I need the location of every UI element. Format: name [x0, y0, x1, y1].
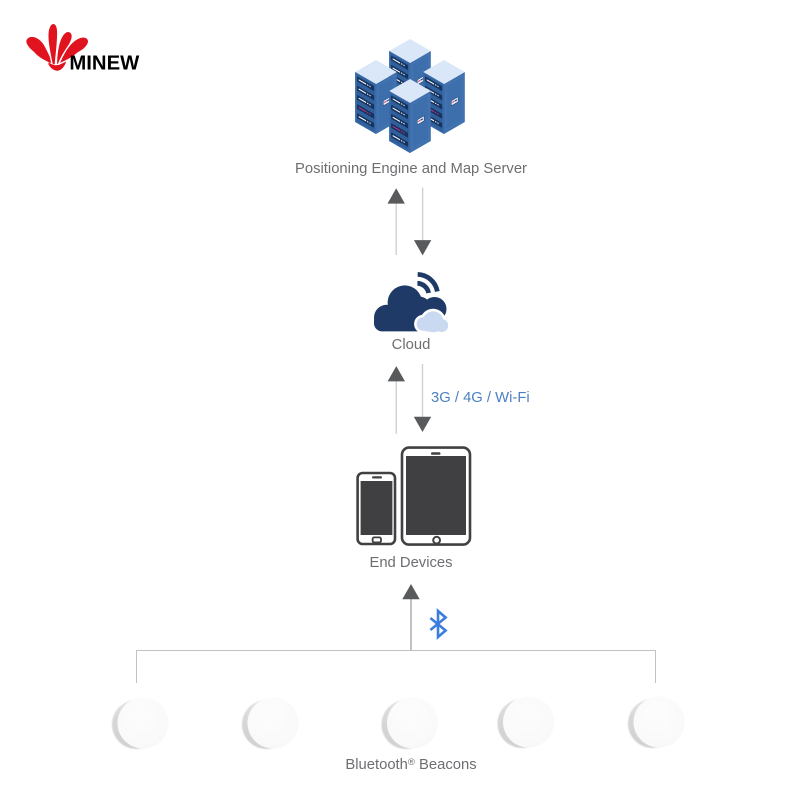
svg-text:MINEW: MINEW — [69, 53, 140, 75]
